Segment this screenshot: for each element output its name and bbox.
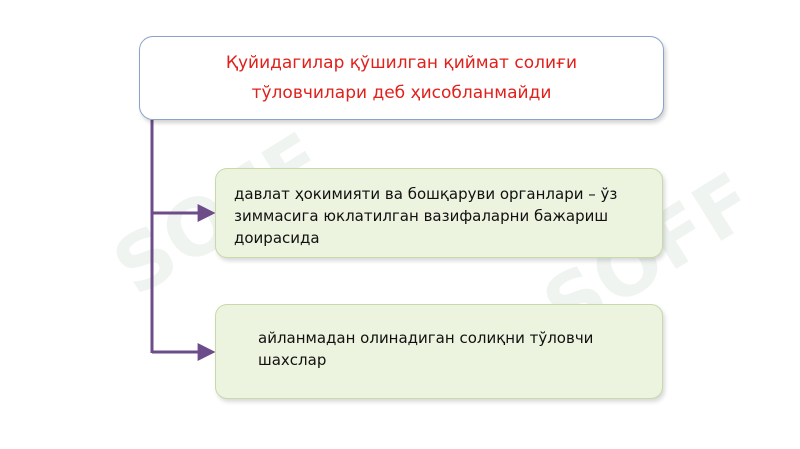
item-1-line-2: зиммасига юклатилган вазифаларни бажариш [234, 207, 609, 225]
item-1-line-3: доирасида [234, 229, 320, 247]
title-line-1: Қуйидагилар қўшилган қиймат солиғи [225, 53, 578, 73]
item-2-line-1: айланмадан олинадиган солиқни тўловчи [258, 329, 594, 347]
item-2-line-2: шахслар [258, 351, 327, 369]
item-box-1: давлат ҳокимияти ва бошқаруви органлари … [215, 168, 663, 258]
item-1-line-1: давлат ҳокимияти ва бошқаруви органлари … [234, 185, 618, 203]
title-line-2: тўловчилари деб ҳисобланмайди [251, 83, 552, 103]
title-box: Қуйидагилар қўшилган қиймат солиғи тўлов… [139, 36, 664, 120]
item-box-2: айланмадан олинадиган солиқни тўловчи ша… [215, 304, 663, 399]
